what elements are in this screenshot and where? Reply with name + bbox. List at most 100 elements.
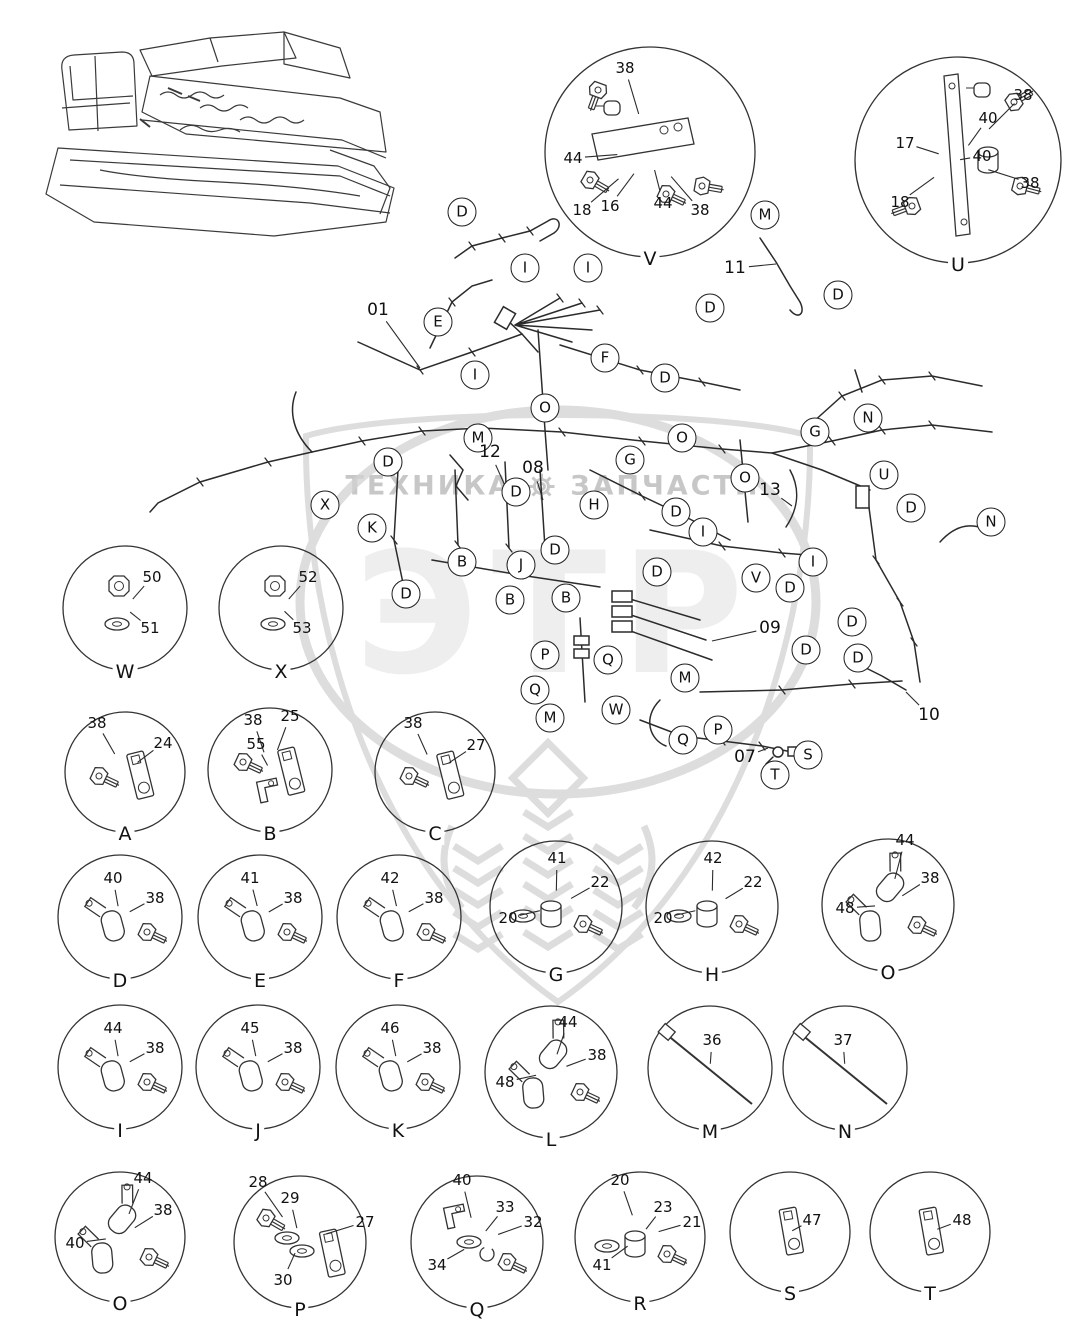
- detail-part-number-53: 53: [292, 619, 312, 637]
- leader-line: [264, 1191, 283, 1218]
- detail-part-number-38: 38: [283, 1039, 303, 1057]
- diagram-callout-O: O: [730, 463, 760, 493]
- detail-part-number-37: 37: [833, 1031, 853, 1049]
- detail-parts-U: [891, 73, 1042, 237]
- detail-circle-label-G: G: [545, 964, 567, 986]
- leader-line: [287, 1252, 296, 1270]
- detail-parts-O: [77, 1183, 170, 1274]
- detail-parts-K: [361, 1046, 446, 1094]
- leader-line: [959, 157, 971, 161]
- detail-part-number-38: 38: [1020, 174, 1040, 192]
- detail-part-number-44: 44: [563, 149, 583, 167]
- detail-part-number-47: 47: [802, 1211, 822, 1229]
- leader-line: [916, 146, 939, 155]
- detail-circle-W: [62, 545, 188, 671]
- leader-line: [129, 611, 141, 621]
- leader-line: [86, 1238, 106, 1242]
- leader-line: [791, 1225, 802, 1232]
- detail-circle-label-O: O: [877, 962, 899, 984]
- leader-line: [570, 887, 590, 899]
- detail-part-number-40: 40: [452, 1171, 472, 1189]
- leader-line: [856, 905, 876, 908]
- diagram-callout-Q: Q: [520, 675, 550, 705]
- leader-line: [251, 1039, 257, 1057]
- detail-circle-label-K: K: [388, 1120, 408, 1142]
- leader-line: [843, 1051, 846, 1064]
- detail-circle-A: [64, 711, 186, 833]
- leader-line: [670, 176, 693, 202]
- diagram-callout-D: D: [823, 280, 853, 310]
- leader-line: [988, 103, 1015, 130]
- detail-part-number-18: 18: [890, 193, 910, 211]
- leader-line: [901, 884, 921, 897]
- leader-line: [519, 910, 540, 916]
- detail-part-number-38: 38: [403, 714, 423, 732]
- detail-part-number-20: 20: [610, 1171, 630, 1189]
- detail-parts-E: [223, 896, 308, 944]
- detail-part-number-29: 29: [280, 1189, 300, 1207]
- detail-parts-R: [594, 1230, 688, 1266]
- detail-part-number-38: 38: [145, 889, 165, 907]
- detail-parts-T: [918, 1206, 945, 1256]
- detail-part-number-38: 38: [920, 869, 940, 887]
- detail-part-number-38: 38: [87, 714, 107, 732]
- leader-line: [623, 1191, 633, 1216]
- leader-line: [252, 889, 258, 907]
- detail-parts-W: [104, 575, 130, 631]
- detail-circle-label-X: X: [271, 661, 291, 683]
- diagram-callout-D: D: [642, 557, 672, 587]
- detail-part-number-30: 30: [273, 1271, 293, 1289]
- detail-part-number-21: 21: [682, 1213, 702, 1231]
- leader-line: [645, 1216, 657, 1230]
- detail-part-number-48: 48: [952, 1211, 972, 1229]
- detail-circle-label-L: L: [542, 1129, 560, 1151]
- detail-parts-O: [845, 851, 938, 942]
- detail-part-number-38: 38: [690, 201, 710, 219]
- leader-line: [267, 1053, 283, 1063]
- leader-line: [256, 731, 265, 753]
- detail-parts-S: [778, 1206, 805, 1256]
- detail-part-number-40: 40: [65, 1234, 85, 1252]
- detail-part-number-25: 25: [280, 707, 300, 725]
- leader-line: [132, 585, 145, 600]
- diagram-callout-I: I: [510, 253, 540, 283]
- detail-parts-V: [580, 80, 724, 206]
- detail-part-number-36: 36: [702, 1031, 722, 1049]
- detail-part-number-38: 38: [153, 1201, 173, 1219]
- detail-part-number-18: 18: [572, 201, 592, 219]
- detail-part-number-45: 45: [240, 1019, 260, 1037]
- diagram-callout-Q: Q: [593, 645, 623, 675]
- detail-circle-label-O: O: [109, 1293, 131, 1315]
- leader-line: [556, 1033, 565, 1055]
- detail-parts-X: [260, 575, 286, 631]
- diagram-callout-N: N: [976, 507, 1006, 537]
- detail-part-number-38: 38: [615, 59, 635, 77]
- detail-parts-B: [233, 746, 306, 804]
- detail-part-number-34: 34: [427, 1256, 447, 1274]
- detail-part-number-48: 48: [495, 1073, 515, 1091]
- excavator-thumbnail: [45, 31, 395, 237]
- detail-part-number-28: 28: [248, 1173, 268, 1191]
- diagram-callout-W: W: [601, 695, 631, 725]
- leader-line: [276, 727, 287, 751]
- leader-line: [134, 1215, 154, 1229]
- diagram-callout-D: D: [373, 447, 403, 477]
- detail-part-number-44: 44: [653, 194, 673, 212]
- diagram-callout-X: X: [310, 490, 340, 520]
- detail-part-number-16: 16: [600, 197, 620, 215]
- diagram-callout-D: D: [501, 477, 531, 507]
- detail-circle-label-B: B: [260, 823, 280, 845]
- detail-circle-label-C: C: [425, 823, 445, 845]
- leader-line: [988, 169, 1019, 180]
- leader-line: [268, 903, 283, 913]
- diagram-callout-O: O: [530, 393, 560, 423]
- detail-circle-label-Q: Q: [466, 1299, 488, 1321]
- detail-circle-label-S: S: [780, 1283, 800, 1305]
- leader-line: [616, 173, 635, 197]
- diagram-callout-M: M: [670, 663, 700, 693]
- leader-line: [292, 1209, 298, 1229]
- detail-parts-D: [83, 896, 168, 944]
- detail-part-number-44: 44: [558, 1013, 578, 1031]
